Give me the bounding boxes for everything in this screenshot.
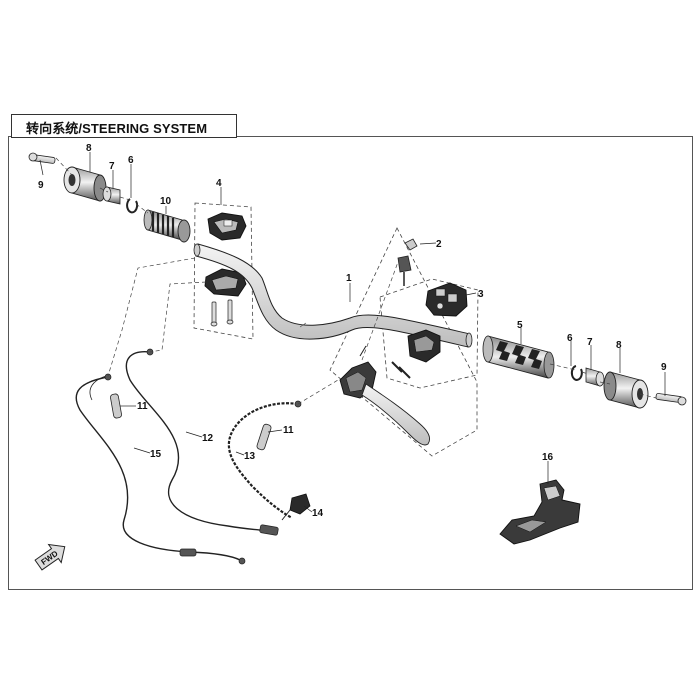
- callout-14: 14: [312, 508, 324, 519]
- brake-lever-assembly: [339, 345, 431, 446]
- part-15-throttle-cable: [75, 375, 241, 561]
- callout-9-right: 9: [661, 362, 667, 373]
- callout-16: 16: [542, 452, 554, 463]
- part-5-right-grip: [482, 335, 555, 379]
- diagram-frame: [8, 136, 693, 590]
- callout-5: 5: [517, 320, 523, 331]
- callout-7-left: 7: [109, 161, 115, 172]
- callout-1: 1: [346, 273, 352, 284]
- part-9-right-bolt: [655, 393, 687, 406]
- part-8-right-bar-end-weight: [603, 371, 649, 409]
- part-3-right-switch-upper: [425, 282, 468, 317]
- callout-3: 3: [478, 289, 484, 300]
- callout-2: 2: [436, 239, 442, 250]
- callout-7-right: 7: [587, 337, 593, 348]
- callout-8-right: 8: [616, 340, 622, 351]
- callout-6-left: 6: [128, 155, 134, 166]
- callout-10: 10: [160, 196, 172, 207]
- callout-labels: 1 2 3 4 5 6 7 8 9 8 7 6 10 9 11 11 12 13…: [38, 143, 667, 519]
- part-6-right-circlip: [570, 365, 583, 381]
- connection-lines: [55, 157, 657, 405]
- part-2-lever-bolt: [397, 238, 418, 286]
- page-title: 转向系统/STEERING SYSTEM: [26, 121, 208, 136]
- title-box: [11, 114, 237, 138]
- part-16-bracket: [499, 479, 581, 545]
- assembly-box-left-switch: [193, 202, 254, 340]
- callout-11-right: 11: [283, 425, 294, 436]
- part-6-left-circlip: [126, 198, 139, 214]
- part-11-cable-clip-right: [256, 423, 272, 451]
- part-4-screws: [210, 299, 234, 327]
- part-9-left-bolt: [28, 152, 56, 164]
- part-4-left-switch-lower: [204, 268, 247, 297]
- part-8-left-bar-end-weight: [63, 166, 107, 202]
- callout-15: 15: [150, 449, 162, 460]
- cable-ends: [104, 348, 302, 565]
- leader-lines: [39, 152, 666, 513]
- fwd-arrow-icon: FWD: [34, 543, 66, 571]
- part-3-right-switch-lower: [407, 329, 441, 363]
- callout-11-left: 11: [137, 401, 148, 412]
- part-11-cable-clip-left: [110, 393, 122, 419]
- part-7-left-collar: [102, 186, 121, 205]
- callout-4: 4: [216, 178, 222, 189]
- assembly-box-right-switch: [379, 278, 479, 389]
- part-13-brake-cable: [227, 402, 299, 519]
- part-7-right-collar: [585, 367, 605, 387]
- assembly-box-lever: [329, 227, 478, 457]
- part-4-left-switch-upper: [207, 212, 247, 241]
- part-10-throttle-grip: [143, 209, 191, 243]
- part-3-screws: [391, 361, 411, 379]
- part-14-brake-switch: [281, 493, 311, 521]
- callout-12: 12: [202, 433, 214, 444]
- callout-8-left: 8: [86, 143, 92, 154]
- part-12-choke-cable: [125, 351, 277, 533]
- callout-9-left: 9: [38, 180, 44, 191]
- callout-6-right: 6: [567, 333, 573, 344]
- part-1-handlebar: [193, 243, 473, 348]
- callout-13: 13: [244, 451, 256, 462]
